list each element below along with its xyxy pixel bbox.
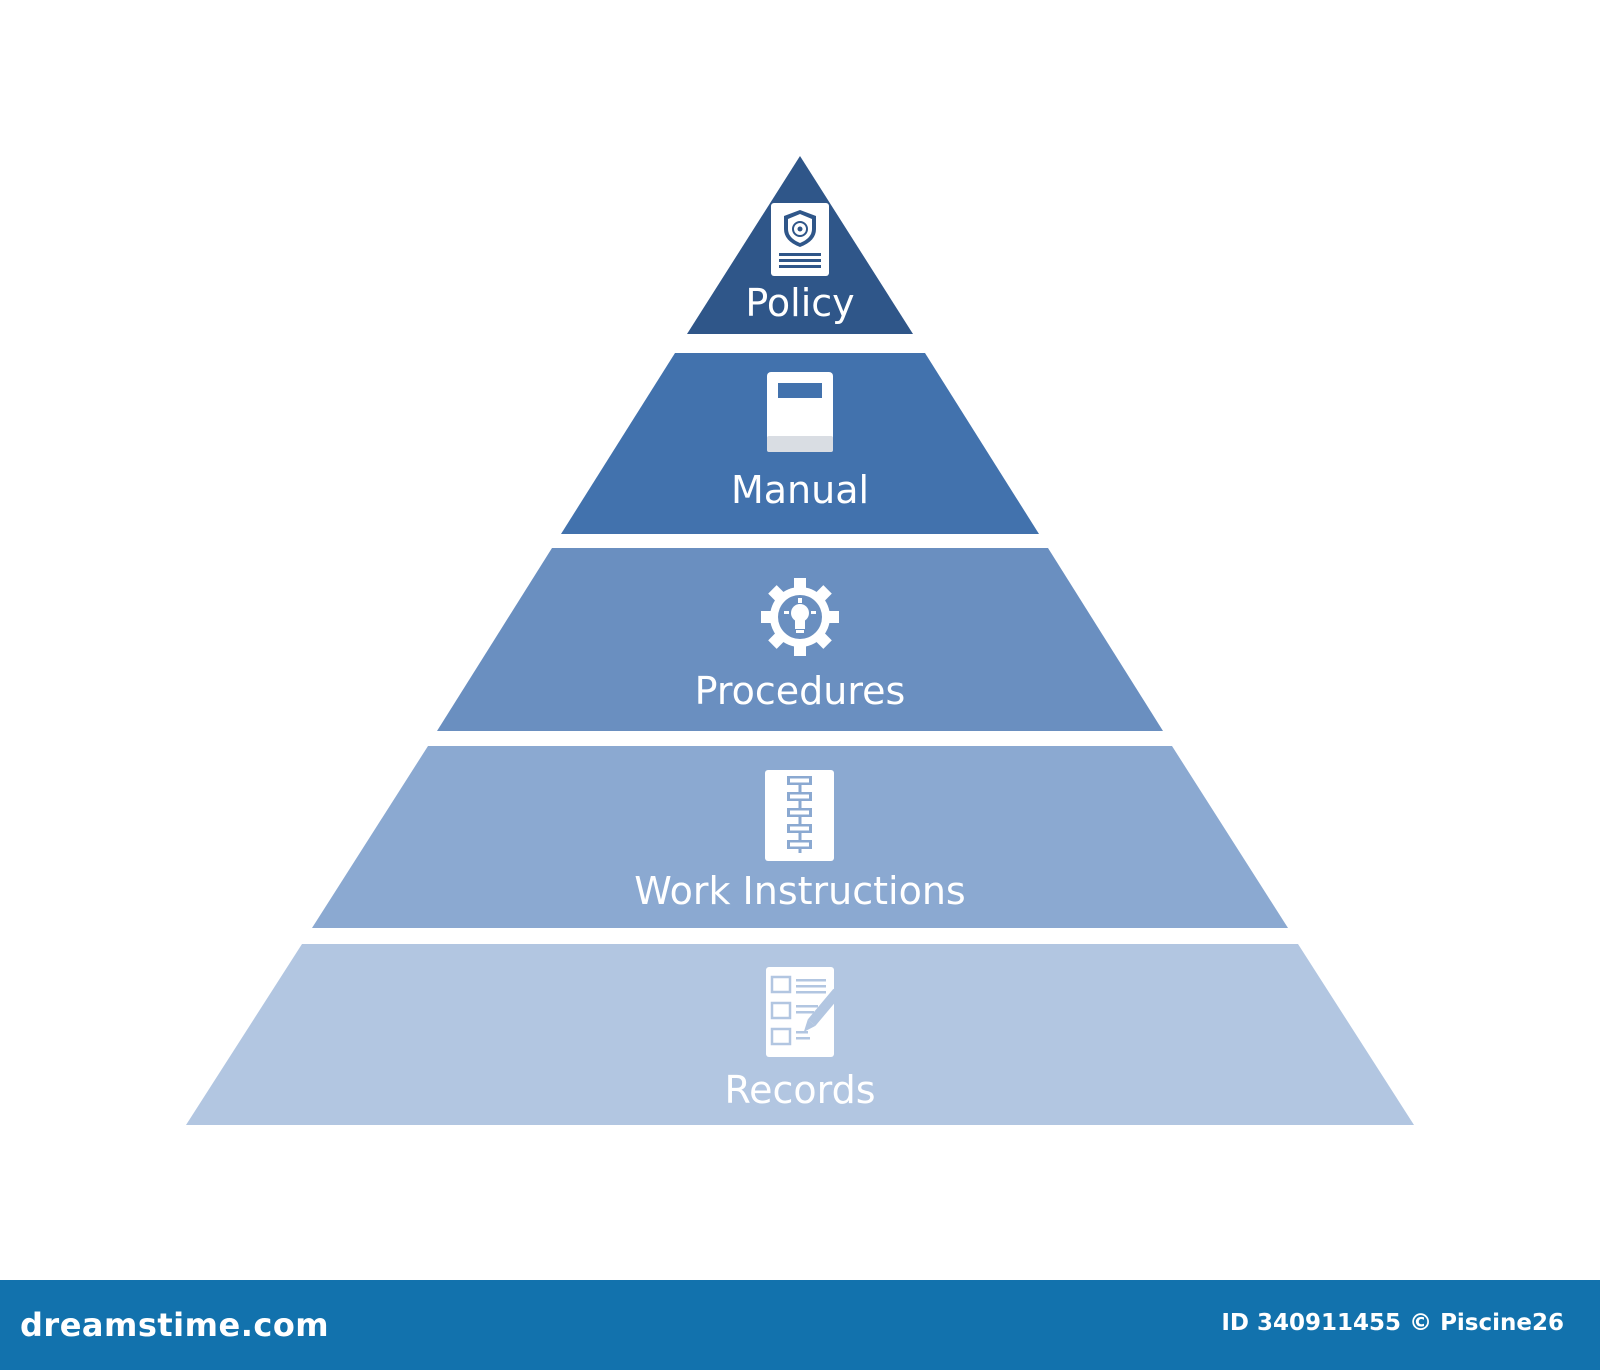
layer-label-records: Records	[724, 1068, 875, 1112]
manual-book-icon	[767, 372, 833, 452]
watermark-footer-bar: dreamstime.com ID 340911455 © Piscine26	[0, 1280, 1600, 1370]
layer-label-procedures: Procedures	[695, 669, 906, 713]
pyramid-layer-policy: Policy	[687, 156, 913, 334]
footer-id-value: 340911455	[1257, 1310, 1402, 1336]
pyramid-layer-records: Records	[186, 944, 1414, 1125]
layer-label-work-instructions: Work Instructions	[634, 869, 965, 913]
pyramid-layer-manual: Manual	[561, 353, 1039, 534]
checklist-document-icon	[766, 967, 842, 1057]
footer-logo: dreamstime.com	[20, 1306, 330, 1344]
shield-document-icon	[771, 203, 829, 276]
footer-id-label: ID	[1221, 1310, 1250, 1336]
pyramid-diagram: Policy Manual	[186, 156, 1414, 1125]
footer-credit: ID 340911455 © Piscine26	[1221, 1310, 1572, 1336]
pen-icon	[803, 988, 842, 1032]
footer-author: Piscine26	[1440, 1310, 1564, 1336]
footer-copyright-symbol: ©	[1409, 1310, 1433, 1336]
layer-label-policy: Policy	[745, 281, 854, 325]
pyramid-layer-procedures: Procedures	[437, 548, 1163, 731]
flowchart-document-icon	[765, 770, 834, 861]
pyramid-layer-work-instructions: Work Instructions	[312, 746, 1288, 928]
layer-label-manual: Manual	[731, 468, 869, 512]
gear-lightbulb-icon	[761, 578, 839, 656]
